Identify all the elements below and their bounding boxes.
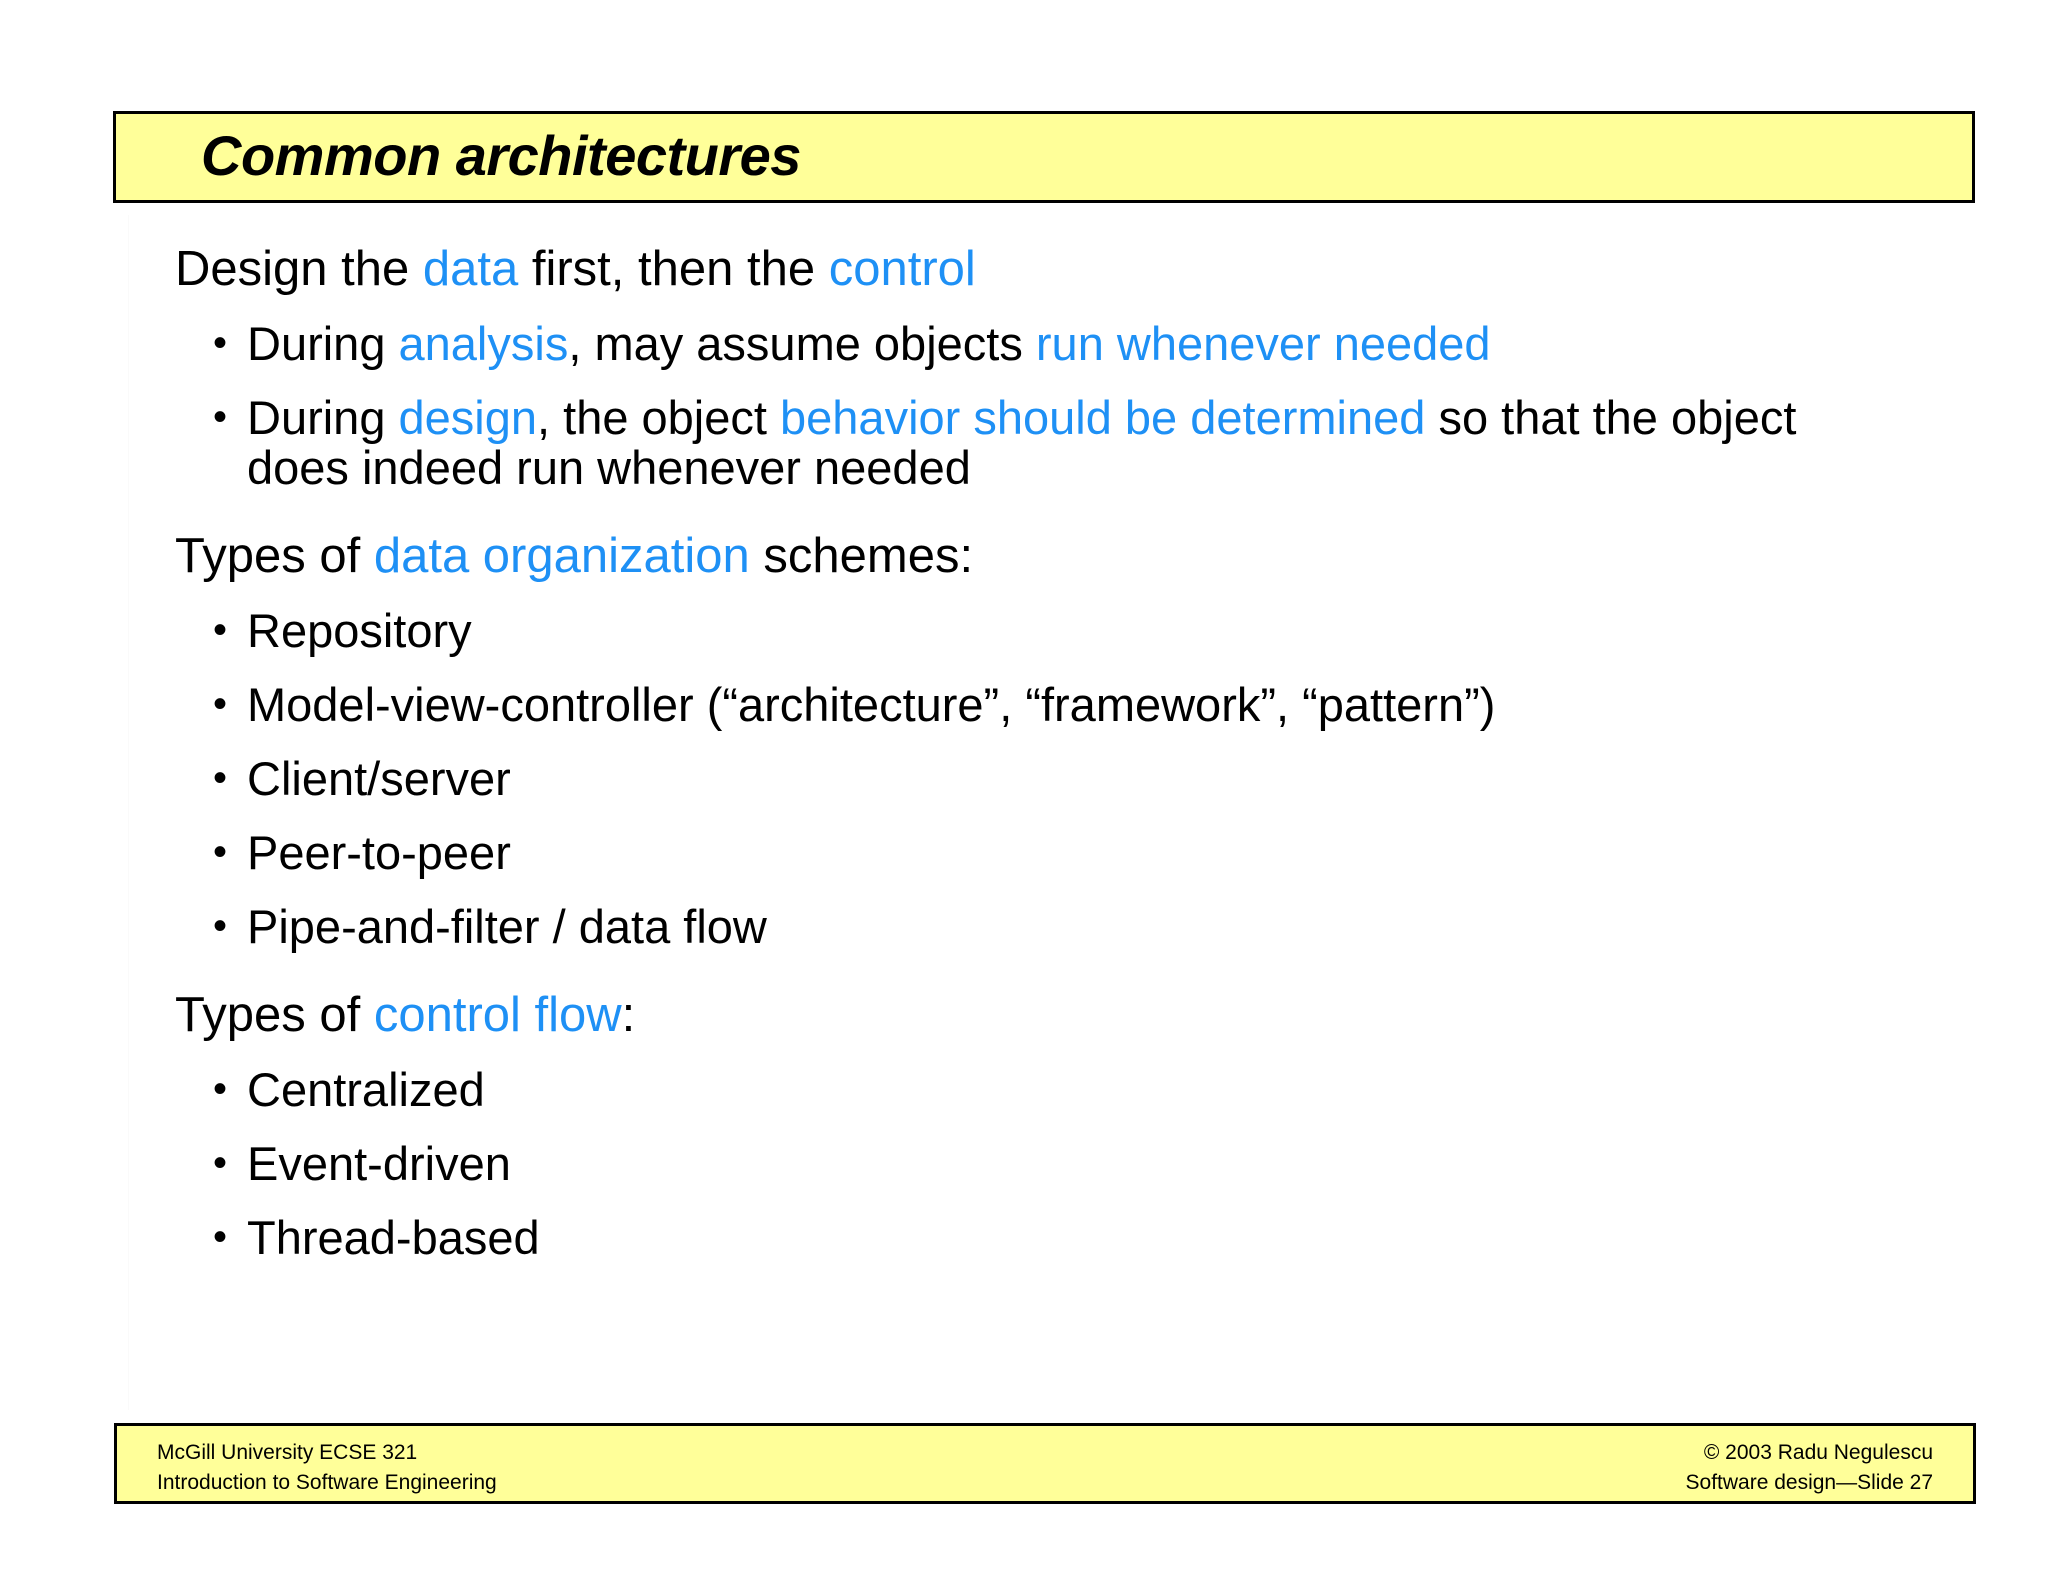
spacer	[175, 492, 2005, 532]
list-item-label: Centralized	[247, 1063, 485, 1117]
section2-heading: Types of data organization schemes:	[175, 529, 2005, 584]
footer-copyright: © 2003 Radu Negulescu	[1703, 1441, 1933, 1464]
list-item: • During design, the object behavior shou…	[175, 390, 1907, 494]
list-item-label: Thread-based	[247, 1211, 540, 1265]
section3-bullet-list: • Centralized • Event-driven • Thread-based	[175, 1065, 2005, 1262]
bullet-part1: During	[247, 316, 399, 370]
bullet-emph2: run whenever needed	[1035, 316, 1491, 370]
section1-heading-part1: Design the	[175, 242, 423, 296]
bullet-glyph-icon: •	[213, 1141, 228, 1186]
section3-heading: Types of control flow:	[175, 988, 2005, 1043]
footer-left: McGill University ECSE 321 Introduction …	[157, 1438, 497, 1498]
bullet-glyph-icon: •	[213, 1067, 228, 1112]
footer-course-subtitle: Introduction to Software Engineering	[157, 1470, 497, 1494]
section1-bullet-list: • During analysis, may assume objects run…	[175, 319, 2005, 492]
section2-heading-part2: schemes:	[749, 529, 974, 584]
list-item: • Thread-based	[175, 1213, 2005, 1263]
list-item-label: Event-driven	[247, 1137, 511, 1191]
bullet-glyph-icon: •	[213, 320, 228, 365]
section3-heading-emph1: control flow	[373, 988, 622, 1043]
footer-slide-number: Software design—Slide 27	[1685, 1470, 1933, 1494]
list-item: • During analysis, may assume objects run…	[175, 319, 2005, 369]
page-title: Common architectures	[201, 124, 801, 188]
bullet-part2: , the object	[537, 390, 781, 444]
bullet-part2: , may assume objects	[568, 316, 1036, 370]
section3-heading-part1: Types of	[175, 988, 374, 1043]
list-item: • Event-driven	[175, 1139, 2005, 1189]
list-item: • Centralized	[175, 1065, 2005, 1115]
section1-heading-emph1: data	[422, 242, 519, 296]
slide-title-bar: Common architectures	[113, 111, 1975, 203]
section2-bullet-list: • Repository • Model-view-controller (“arc…	[175, 606, 2005, 951]
list-item-label: Client/server	[247, 752, 511, 805]
bullet-glyph-icon: •	[213, 903, 228, 948]
list-item-label: Repository	[247, 604, 472, 658]
section1-heading-part2: first, then the	[518, 242, 829, 296]
list-item: • Repository	[175, 606, 2005, 656]
section2-heading-emph1: data organization	[373, 529, 750, 584]
bullet-glyph-icon: •	[213, 682, 228, 727]
section1-heading: Design the data first, then the control	[175, 242, 2005, 296]
spacer	[175, 951, 2005, 991]
section1-heading-emph2: control	[828, 242, 976, 296]
bullet-glyph-icon: •	[213, 756, 228, 800]
section3-heading-part2: :	[621, 988, 636, 1043]
section2-heading-part1: Types of	[175, 529, 374, 584]
content-left-rule	[128, 215, 129, 1410]
footer-course-name: McGill University ECSE 321	[157, 1441, 418, 1464]
bullet-glyph-icon: •	[213, 608, 228, 653]
bullet-glyph-icon: •	[213, 829, 228, 874]
list-item: • Pipe-and-filter / data flow	[175, 899, 2005, 953]
slide-footer-bar: McGill University ECSE 321 Introduction …	[114, 1423, 1976, 1504]
footer-right: © 2003 Radu Negulescu Software design—Sl…	[1686, 1438, 1933, 1498]
list-item: • Client/server	[175, 754, 2005, 804]
bullet-part1: During	[247, 390, 399, 444]
list-item-label: Model-view-controller (“architecture”, “…	[247, 678, 1496, 732]
list-item-label: Peer-to-peer	[247, 825, 511, 879]
list-item: • Peer-to-peer	[175, 825, 2005, 879]
bullet-part3: so that the object does indeed run whene…	[247, 390, 1797, 494]
bullet-glyph-icon: •	[213, 394, 228, 439]
slide-body: Design the data first, then the control …	[175, 242, 2005, 1263]
list-item-label: Pipe-and-filter / data flow	[247, 899, 767, 953]
bullet-emph1: analysis	[398, 316, 569, 370]
bullet-glyph-icon: •	[213, 1215, 228, 1260]
bullet-emph2: behavior should be determined	[780, 390, 1426, 444]
list-item: • Model-view-controller (“architecture”, …	[175, 680, 2005, 730]
bullet-emph1: design	[398, 390, 538, 444]
